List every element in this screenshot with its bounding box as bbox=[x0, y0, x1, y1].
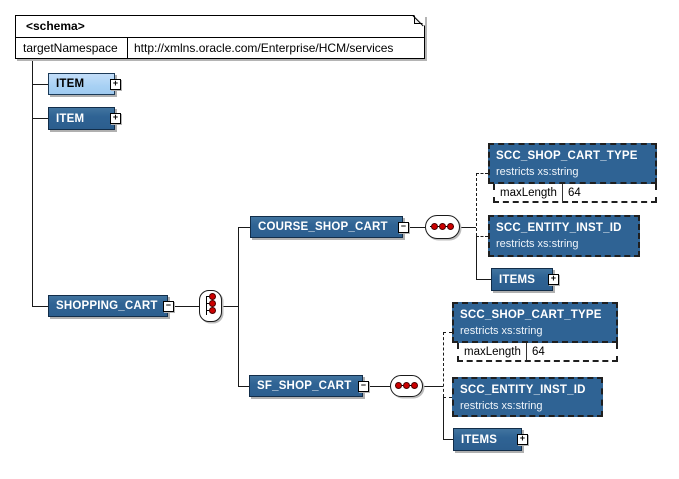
type-derivation: restricts xs:string bbox=[460, 325, 543, 337]
sequence-icon[interactable] bbox=[425, 215, 460, 239]
element-label: SF_SHOP_CART bbox=[257, 380, 352, 392]
simple-type-node-scc-shop-cart-type[interactable]: SCC_SHOP_CART_TYPE restricts xs:string m… bbox=[452, 302, 618, 362]
connector-line bbox=[443, 397, 444, 440]
element-label: ITEM bbox=[56, 112, 85, 125]
connector-line bbox=[407, 227, 425, 228]
element-label: ITEMS bbox=[499, 273, 536, 286]
type-derivation: restricts xs:string bbox=[496, 238, 579, 250]
collapse-icon[interactable]: − bbox=[358, 381, 369, 392]
element-label: ITEMS bbox=[461, 433, 498, 446]
connector-line bbox=[32, 84, 48, 85]
connector-line bbox=[222, 306, 238, 307]
choice-icon-tick bbox=[206, 296, 210, 297]
type-reference-line bbox=[443, 332, 444, 397]
type-reference-line bbox=[443, 332, 452, 333]
type-reference-line bbox=[476, 236, 488, 237]
facet-row: maxLength 64 bbox=[493, 184, 657, 203]
type-name: SCC_ENTITY_INST_ID bbox=[496, 222, 622, 234]
red-dot-icon bbox=[447, 223, 454, 230]
type-name: SCC_ENTITY_INST_ID bbox=[460, 384, 586, 396]
element-node-items[interactable]: ITEMS bbox=[491, 268, 553, 291]
red-dot-icon bbox=[411, 382, 418, 389]
connector-line bbox=[172, 306, 199, 307]
type-reference-line bbox=[476, 173, 477, 236]
facet-value: 64 bbox=[568, 186, 581, 199]
facet-value: 64 bbox=[532, 345, 545, 358]
red-dot-icon bbox=[439, 223, 446, 230]
simple-type-node-scc-shop-cart-type[interactable]: SCC_SHOP_CART_TYPE restricts xs:string m… bbox=[488, 143, 657, 203]
element-node-item-global[interactable]: ITEM bbox=[48, 73, 115, 95]
collapse-icon[interactable]: − bbox=[398, 222, 409, 233]
element-node-course-shop-cart[interactable]: COURSE_SHOP_CART bbox=[250, 216, 403, 238]
connector-line bbox=[476, 236, 477, 280]
type-derivation: restricts xs:string bbox=[460, 400, 543, 412]
type-name: SCC_SHOP_CART_TYPE bbox=[460, 309, 602, 321]
red-dot-icon bbox=[431, 223, 438, 230]
red-dot-icon bbox=[395, 382, 402, 389]
expand-icon[interactable]: + bbox=[517, 434, 528, 445]
type-name: SCC_SHOP_CART_TYPE bbox=[496, 150, 638, 162]
connector-line bbox=[366, 386, 390, 387]
schema-attribute-row: targetNamespace http://xmlns.oracle.com/… bbox=[16, 38, 424, 59]
connector-line bbox=[423, 386, 443, 387]
connector-line bbox=[443, 439, 453, 440]
element-node-items[interactable]: ITEMS bbox=[453, 428, 522, 451]
schema-title: <schema> bbox=[16, 16, 424, 38]
element-node-item[interactable]: ITEM bbox=[48, 107, 115, 130]
expand-icon[interactable]: + bbox=[110, 113, 121, 124]
connector-line bbox=[32, 306, 48, 307]
connector-line bbox=[32, 118, 48, 119]
connector-line bbox=[460, 227, 476, 228]
type-reference-line bbox=[476, 173, 488, 174]
choice-icon-bracket bbox=[206, 296, 207, 315]
facet-name: maxLength bbox=[495, 184, 563, 201]
element-node-shopping-cart[interactable]: SHOPPING_CART bbox=[48, 295, 168, 317]
type-header: SCC_SHOP_CART_TYPE restricts xs:string bbox=[488, 143, 657, 184]
simple-type-node-scc-entity-inst-id[interactable]: SCC_ENTITY_INST_ID restricts xs:string bbox=[488, 215, 640, 257]
red-dot-icon bbox=[209, 307, 216, 314]
element-node-sf-shop-cart[interactable]: SF_SHOP_CART bbox=[249, 375, 363, 397]
red-dot-icon bbox=[403, 382, 410, 389]
element-label: COURSE_SHOP_CART bbox=[258, 221, 388, 233]
red-dot-icon bbox=[209, 300, 216, 307]
choice-icon-tick bbox=[206, 303, 210, 304]
type-header: SCC_ENTITY_INST_ID restricts xs:string bbox=[452, 377, 603, 417]
connector-line bbox=[238, 386, 249, 387]
target-namespace-label: targetNamespace bbox=[16, 38, 128, 59]
connector-line bbox=[476, 279, 491, 280]
red-dot-icon bbox=[209, 293, 216, 300]
folded-corner-icon bbox=[414, 15, 423, 24]
choice-icon-tick bbox=[206, 310, 210, 311]
element-label: SHOPPING_CART bbox=[56, 300, 158, 312]
type-reference-line bbox=[443, 397, 452, 398]
type-header: SCC_ENTITY_INST_ID restricts xs:string bbox=[488, 215, 640, 257]
choice-icon[interactable] bbox=[199, 290, 222, 322]
collapse-icon[interactable]: − bbox=[163, 301, 174, 312]
element-label: ITEM bbox=[56, 78, 85, 90]
facet-row: maxLength 64 bbox=[457, 343, 618, 362]
type-derivation: restricts xs:string bbox=[496, 166, 579, 178]
connector-line bbox=[238, 227, 250, 228]
schema-root-box[interactable]: <schema> targetNamespace http://xmlns.or… bbox=[15, 15, 425, 59]
connector-line bbox=[32, 59, 33, 306]
target-namespace-value: http://xmlns.oracle.com/Enterprise/HCM/s… bbox=[134, 41, 394, 55]
sequence-icon[interactable] bbox=[390, 375, 423, 397]
simple-type-node-scc-entity-inst-id[interactable]: SCC_ENTITY_INST_ID restricts xs:string bbox=[452, 377, 603, 417]
facet-name: maxLength bbox=[459, 343, 527, 360]
expand-icon[interactable]: + bbox=[548, 274, 559, 285]
type-header: SCC_SHOP_CART_TYPE restricts xs:string bbox=[452, 302, 618, 343]
expand-icon[interactable]: + bbox=[110, 79, 121, 90]
connector-line bbox=[238, 227, 239, 387]
